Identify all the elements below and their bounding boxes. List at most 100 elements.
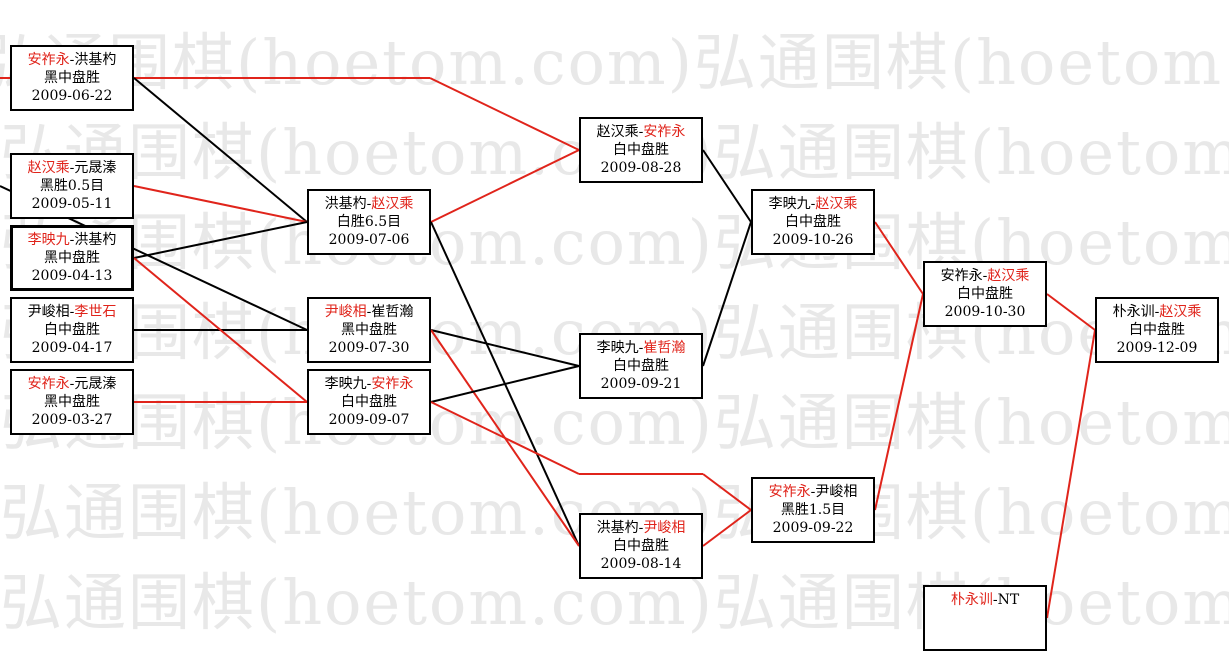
player-white: 安祚永 [643,124,686,140]
match-players: 李映九-洪基杓 [27,232,117,248]
player-white: 尹峻相 [815,484,858,500]
match-result: 黑中盘胜 [44,70,100,86]
match-players: 朴永训-赵汉乘 [1112,304,1202,320]
match-node[interactable]: 洪基杓-尹峻相 白中盘胜 2009-08-14 [579,513,703,579]
match-node[interactable]: 尹峻相-李世石 白中盘胜 2009-04-17 [10,297,134,363]
match-node[interactable]: 赵汉乘-元晟溱 黑胜0.5目 2009-05-11 [10,153,134,219]
match-date: 2009-04-17 [31,340,113,356]
match-date: 2009-08-14 [600,556,682,572]
player-white: 赵汉乘 [371,196,414,212]
match-date: 2009-10-26 [772,232,854,248]
match-players: 安祚永-尹峻相 [768,484,858,500]
match-date: 2009-07-30 [328,340,410,356]
match-node[interactable]: 赵汉乘-安祚永 白中盘胜 2009-08-28 [579,117,703,183]
player-white: 赵汉乘 [1159,304,1202,320]
player-black: 安祚永 [940,268,983,284]
match-players: 赵汉乘-元晟溱 [27,160,117,176]
match-result: 白中盘胜 [613,538,669,554]
match-players: 安祚永-洪基杓 [27,52,117,68]
player-white: 赵汉乘 [815,196,858,212]
player-black: 朴永训 [1112,304,1155,320]
player-white: 尹峻相 [643,520,686,536]
match-date: 2009-03-27 [31,412,113,428]
player-black: 安祚永 [27,376,70,392]
match-date: 2009-04-13 [31,268,113,284]
match-result: 白中盘胜 [1129,322,1185,338]
match-date: 2009-06-22 [31,88,113,104]
player-white: NT [997,592,1020,608]
bracket-connector [874,293,924,511]
bracket-connector [702,221,752,367]
player-black: 洪基杓 [324,196,367,212]
match-result: 黑中盘胜 [44,394,100,410]
match-date: 2009-08-28 [600,160,682,176]
match-date: 2009-09-21 [600,376,682,392]
player-white: 元晟溱 [74,160,117,176]
match-node[interactable]: 李映九-赵汉乘 白中盘胜 2009-10-26 [751,189,875,255]
match-node[interactable]: 朴永训-NT [923,585,1047,651]
match-result: 黑胜1.5目 [780,502,846,518]
bracket-connector [430,149,580,223]
player-white: 崔哲瀚 [371,304,414,320]
player-black: 李映九 [768,196,811,212]
match-node[interactable]: 安祚永-洪基杓 黑中盘胜 2009-06-22 [10,45,134,111]
match-players: 洪基杓-尹峻相 [596,520,686,536]
player-black: 尹峻相 [27,304,70,320]
match-players: 安祚永-元晟溱 [27,376,117,392]
player-black: 朴永训 [950,592,993,608]
bracket-connector [430,401,580,475]
player-white: 元晟溱 [74,376,117,392]
match-players: 洪基杓-赵汉乘 [324,196,414,212]
match-node[interactable]: 李映九-安祚永 白中盘胜 2009-09-07 [307,369,431,435]
bracket-connector [702,149,752,223]
match-date: 2009-07-06 [328,232,410,248]
match-node[interactable]: 安祚永-尹峻相 黑胜1.5目 2009-09-22 [751,477,875,543]
player-white: 赵汉乘 [987,268,1030,284]
match-node[interactable]: 朴永训-赵汉乘 白中盘胜 2009-12-09 [1095,297,1219,363]
player-white: 崔哲瀚 [643,340,686,356]
bracket-connector [133,185,308,223]
player-black: 赵汉乘 [596,124,639,140]
match-node[interactable]: 李映九-洪基杓 黑中盘胜 2009-04-13 [10,225,134,291]
match-result: 黑中盘胜 [341,322,397,338]
match-node[interactable]: 洪基杓-赵汉乘 白胜6.5目 2009-07-06 [307,189,431,255]
bracket-connector [429,77,580,151]
bracket-connector [1046,293,1096,331]
match-players: 尹峻相-李世石 [27,304,117,320]
match-players: 李映九-赵汉乘 [768,196,858,212]
bracket-connector [430,365,580,403]
player-white: 洪基杓 [74,232,117,248]
player-black: 赵汉乘 [27,160,70,176]
match-result: 黑中盘胜 [44,250,100,266]
match-result: 白中盘胜 [785,214,841,230]
match-date: 2009-05-11 [31,196,113,212]
match-node[interactable]: 尹峻相-崔哲瀚 黑中盘胜 2009-07-30 [307,297,431,363]
match-result: 白中盘胜 [957,286,1013,302]
player-black: 李映九 [27,232,70,248]
player-black: 安祚永 [768,484,811,500]
match-result: 白中盘胜 [341,394,397,410]
player-white: 李世石 [74,304,117,320]
bracket-connector [874,221,924,295]
match-result: 白中盘胜 [613,142,669,158]
match-date: 2009-09-07 [328,412,410,428]
match-result: 黑胜0.5目 [39,178,105,194]
match-result: 白中盘胜 [613,358,669,374]
match-players: 李映九-安祚永 [324,376,414,392]
player-black: 洪基杓 [596,520,639,536]
bracket-connector [702,509,752,547]
match-players: 李映九-崔哲瀚 [596,340,686,356]
bracket-connector [1046,329,1096,619]
player-black: 安祚永 [27,52,70,68]
match-players: 尹峻相-崔哲瀚 [324,304,414,320]
player-black: 李映九 [324,376,367,392]
match-node[interactable]: 安祚永-赵汉乘 白中盘胜 2009-10-30 [923,261,1047,327]
bracket-connector [133,221,308,259]
match-node[interactable]: 李映九-崔哲瀚 白中盘胜 2009-09-21 [579,333,703,399]
match-date: 2009-09-22 [772,520,854,536]
player-black: 李映九 [596,340,639,356]
match-players: 朴永训-NT [950,592,1020,608]
match-node[interactable]: 安祚永-元晟溱 黑中盘胜 2009-03-27 [10,369,134,435]
match-result: 白胜6.5目 [336,214,402,230]
player-white: 安祚永 [371,376,414,392]
